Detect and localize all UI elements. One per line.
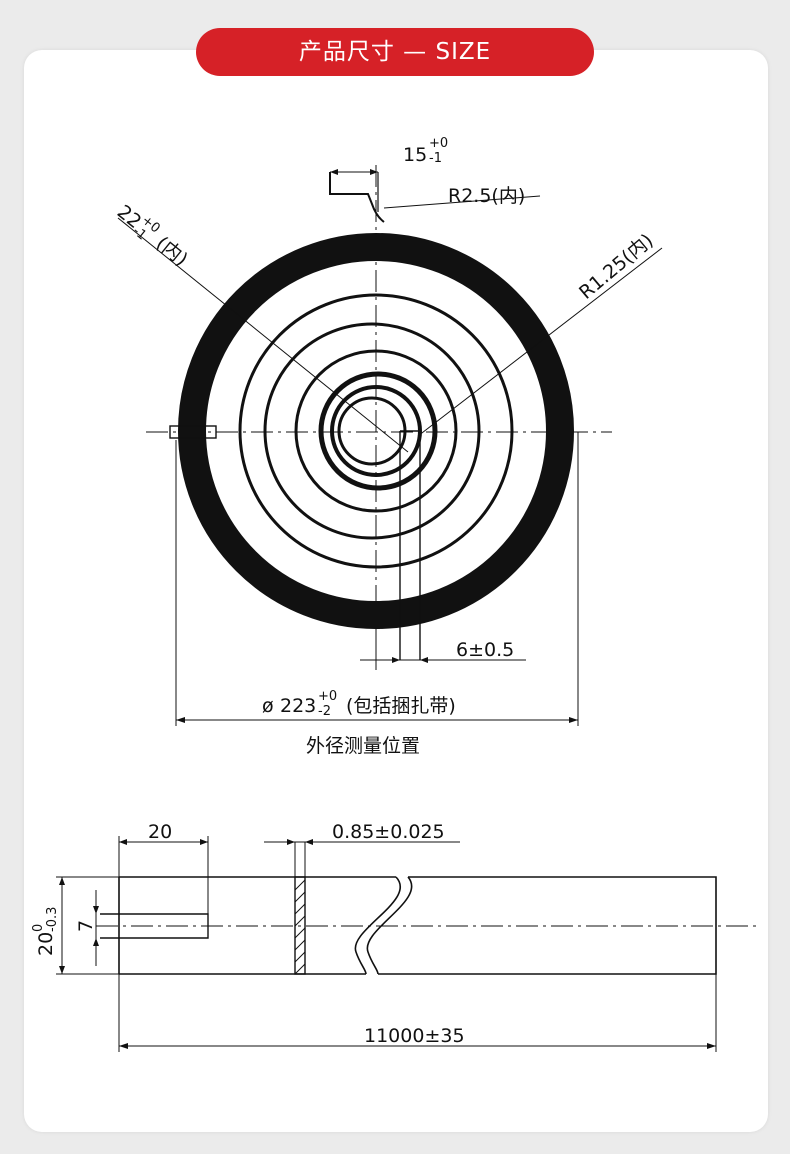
diameter-symbol: ø — [262, 695, 274, 717]
diameter-tol-upper: +0 — [318, 689, 337, 704]
diameter-label: 223 — [280, 695, 316, 717]
hook-radius-leader — [383, 195, 541, 209]
content-card — [24, 50, 768, 1132]
total-length-label: 11000±35 — [364, 1025, 465, 1047]
hook-width-tol-lower: -1 — [429, 151, 442, 166]
diameter-note: (包括捆扎带) — [346, 695, 456, 717]
hook-radius-label: R2.5(内) — [448, 185, 525, 207]
inner-end — [399, 430, 421, 660]
inner-dia-note: (内) — [152, 232, 192, 270]
gap-dim-label: 6±0.5 — [456, 639, 514, 661]
coil-arbor — [337, 396, 407, 466]
hook-width-tol-upper: +0 — [429, 136, 448, 151]
coil-turn — [318, 371, 438, 491]
inner-radius-leader — [417, 247, 663, 437]
strip-view — [56, 836, 756, 1052]
strip-labels: 20 0.85±0.025 20 0 -0.3 7 11000±35 — [31, 821, 465, 1047]
hook-width-label: 15 — [403, 144, 427, 166]
thickness-label: 0.85±0.025 — [332, 821, 445, 843]
measurement-caption: 外径测量位置 — [306, 735, 420, 757]
break-line — [354, 876, 401, 975]
inner-radius-label: R1.25(内) — [575, 230, 658, 304]
height-label: 20 — [35, 932, 57, 956]
height-tol-upper: 0 — [31, 924, 46, 932]
height-tol-lower: -0.3 — [45, 907, 60, 932]
coil-turn — [263, 322, 481, 540]
coil-spring-view — [117, 165, 663, 726]
section-title: 产品尺寸 — SIZE — [196, 28, 594, 76]
strip-outline-right — [378, 876, 717, 975]
outer-hook — [329, 172, 385, 223]
break-line — [366, 876, 413, 975]
strap-tab — [169, 425, 217, 439]
strip-outline-left — [118, 876, 396, 975]
diameter-tol-lower: -2 — [318, 704, 331, 719]
slot-label: 7 — [75, 920, 97, 932]
end-length-label: 20 — [148, 821, 172, 843]
inner-dia-leader — [117, 217, 409, 453]
